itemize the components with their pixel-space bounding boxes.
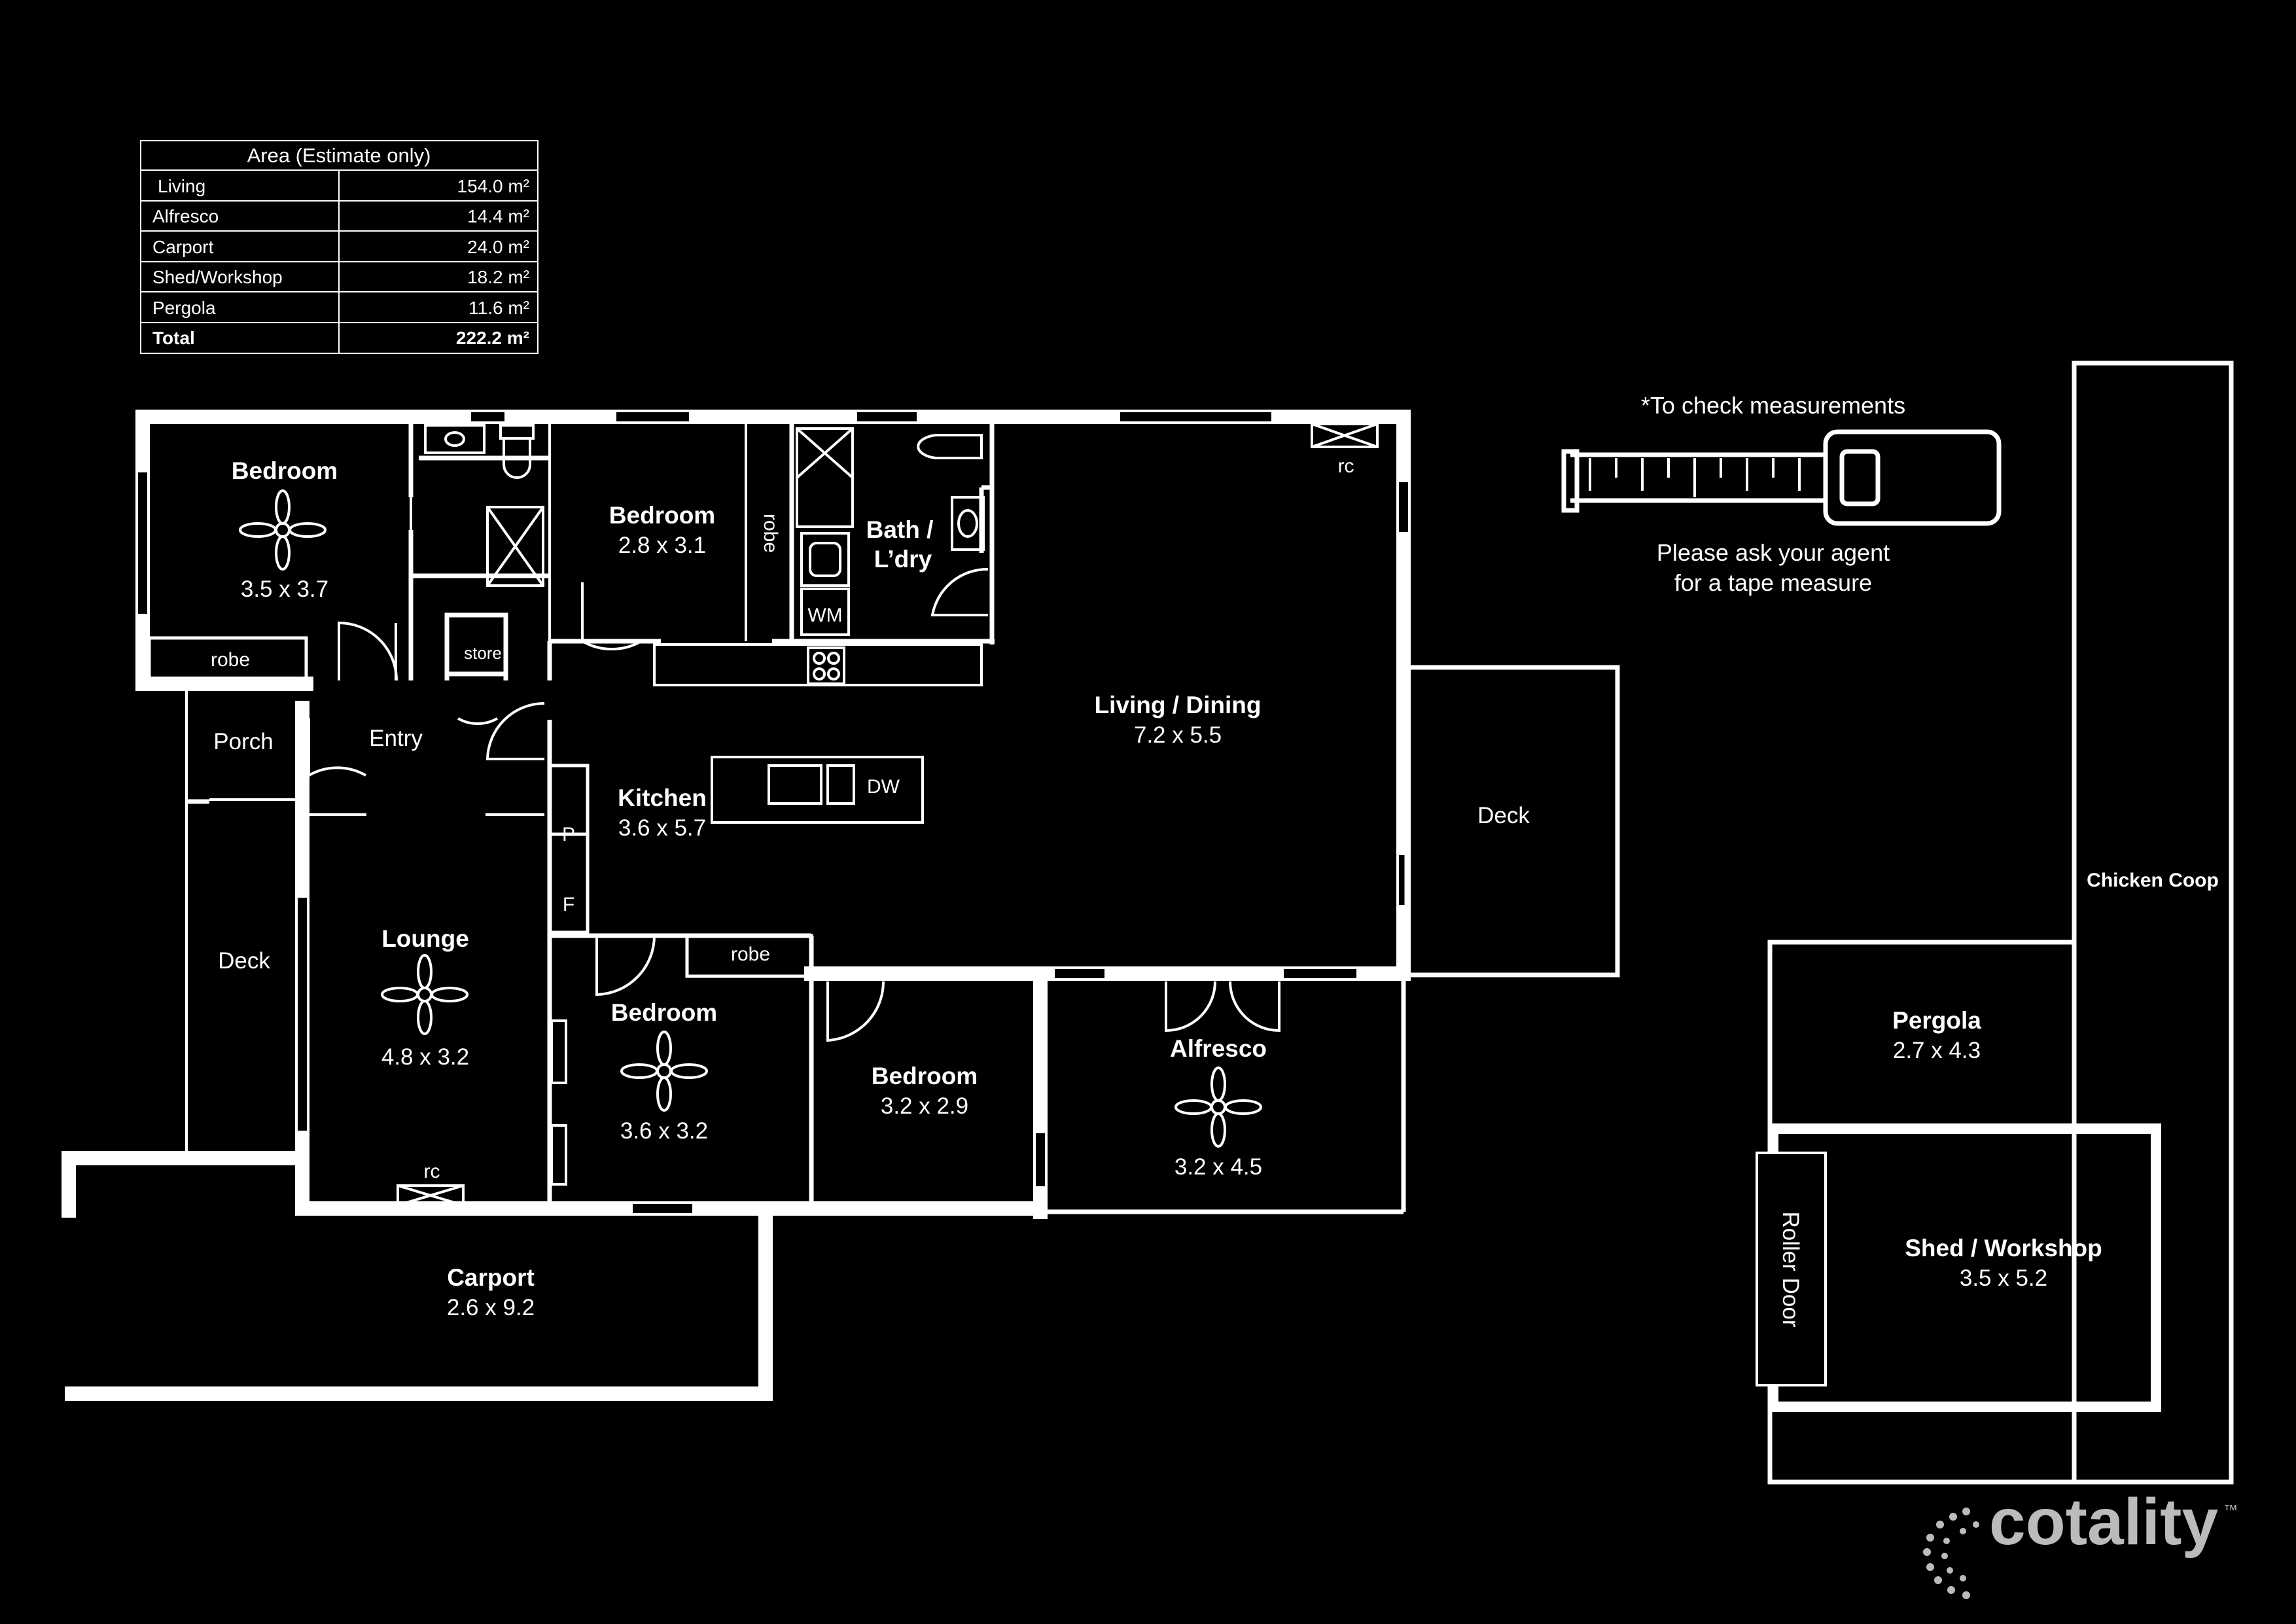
entry-label: Entry <box>369 726 423 751</box>
room-dims: 3.2 x 2.9 <box>881 1093 968 1119</box>
area-row-value: 24.0 m² <box>467 237 529 257</box>
room-name: Lounge <box>381 925 469 952</box>
area-row-value: 11.6 m² <box>468 298 529 318</box>
windows <box>135 410 1411 1216</box>
room-name: Bedroom <box>872 1063 978 1089</box>
area-table-title: Area (Estimate only) <box>247 144 431 167</box>
ceiling-fans <box>239 489 1262 1148</box>
area-row-label: Pergola <box>152 298 216 318</box>
rc-label: rc <box>424 1161 440 1182</box>
deck-east <box>1404 665 1620 978</box>
porch-label: Porch <box>213 729 273 754</box>
room-dims: 3.6 x 3.2 <box>620 1118 708 1144</box>
interior-walls <box>147 422 995 1209</box>
fan-icon <box>381 954 468 1035</box>
room-dims: 2.6 x 9.2 <box>447 1295 535 1320</box>
fan-icon <box>239 489 327 571</box>
room-name: Bedroom <box>609 502 715 529</box>
fridge-label: F <box>563 894 574 915</box>
room-dims: 3.2 x 4.5 <box>1174 1154 1262 1180</box>
area-row-value: 222.2 m² <box>456 328 529 348</box>
area-row-value: 154.0 m² <box>457 176 530 196</box>
room-dims: 3.5 x 5.2 <box>1960 1265 2047 1291</box>
room-dims: 2.8 x 3.1 <box>618 533 706 558</box>
area-row-value: 18.2 m² <box>467 267 529 287</box>
room-name: Bedroom <box>611 999 717 1026</box>
brand-logo: cotality ™ <box>1989 1485 2238 1559</box>
roller-door-label: Roller Door <box>1778 1212 1803 1328</box>
room-name: Shed / Workshop <box>1905 1235 2102 1262</box>
deck-label: Deck <box>1477 803 1530 828</box>
room-labels: Bedroom 3.5 x 3.7 Bedroom 2.8 x 3.1 Bath… <box>232 457 2219 1320</box>
deck-label: Deck <box>218 948 270 974</box>
area-row-label: Total <box>152 328 195 348</box>
outbuildings <box>1756 361 2234 1485</box>
area-row-value: 14.4 m² <box>467 206 529 226</box>
robe-label: robe <box>760 514 781 553</box>
room-name: L’dry <box>874 546 932 573</box>
tape-measure-icon <box>1561 429 2002 526</box>
room-name: Kitchen <box>618 785 707 811</box>
feature-labels: robe robe robe store WM DW P F rc rc Por… <box>211 455 1803 1328</box>
room-name: Chicken Coop <box>2087 870 2219 891</box>
doors <box>308 497 1280 1042</box>
room-name: Alfresco <box>1170 1035 1267 1062</box>
area-table: Area (Estimate only) Living 154.0 m² Alf… <box>140 140 539 354</box>
wm-label: WM <box>807 605 842 626</box>
dw-label: DW <box>867 776 900 798</box>
tape-line2: for a tape measure <box>1674 569 1872 596</box>
room-name: Bath / <box>866 516 934 543</box>
area-row-label: Shed/Workshop <box>152 267 283 287</box>
robe-label: robe <box>731 944 770 965</box>
room-dims: 3.6 x 5.7 <box>618 815 706 841</box>
room-name: Bedroom <box>232 457 338 484</box>
tape-title: *To check measurements <box>1641 392 1905 419</box>
area-row-label: Living <box>158 176 205 196</box>
fan-icon <box>1174 1067 1262 1148</box>
fan-icon <box>620 1031 708 1112</box>
room-dims: 4.8 x 3.2 <box>381 1044 469 1070</box>
room-name: Carport <box>447 1264 535 1291</box>
room-name: Living / Dining <box>1095 692 1262 718</box>
room-dims: 7.2 x 5.5 <box>1134 722 1222 748</box>
cotality-logo-icon <box>1923 1508 1979 1599</box>
fixtures <box>397 423 1379 1207</box>
tape-measure-note: *To check measurements Please ask your a… <box>1641 392 1905 596</box>
carport <box>62 1151 773 1401</box>
pantry-label: P <box>562 824 575 845</box>
rc-label: rc <box>1338 455 1354 477</box>
brand-name: cotality <box>1989 1485 2218 1559</box>
brand-tm: ™ <box>2223 1502 2238 1518</box>
area-row-label: Carport <box>152 237 214 257</box>
room-dims: 2.7 x 4.3 <box>1893 1038 1981 1063</box>
robe-label: robe <box>211 649 250 671</box>
area-row-label: Alfresco <box>152 206 219 226</box>
room-name: Pergola <box>1892 1007 1981 1034</box>
room-dims: 3.5 x 3.7 <box>241 576 328 602</box>
tape-line1: Please ask your agent <box>1657 539 1890 566</box>
store-label: store <box>464 643 502 663</box>
